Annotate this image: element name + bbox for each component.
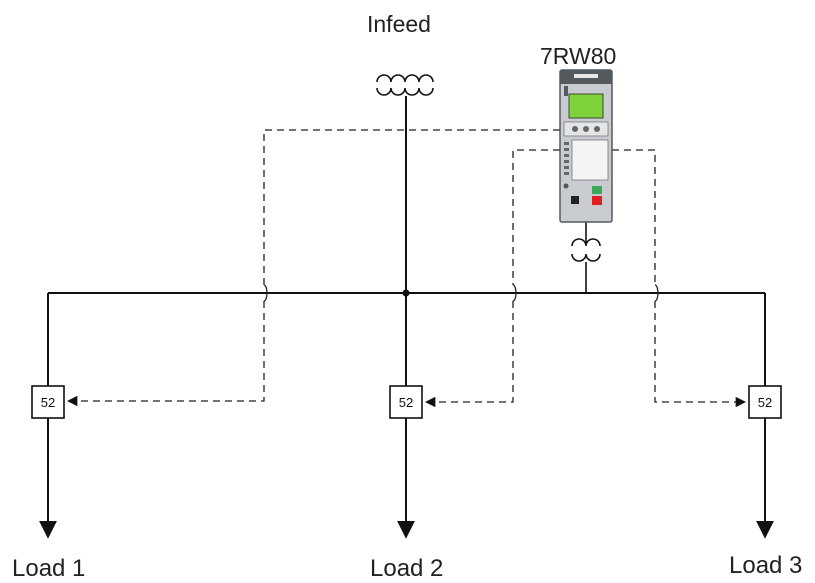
circuit-breaker-1: 52 — [31, 385, 65, 419]
load-3-label: Load 3 — [729, 552, 803, 579]
load-2-label: Load 2 — [370, 555, 444, 582]
load-1-label: Load 1 — [12, 555, 86, 582]
breaker-1-code: 52 — [41, 395, 55, 410]
breaker-2-code: 52 — [399, 395, 413, 410]
current-transformer-icon — [571, 222, 601, 293]
trip-line-3 — [612, 149, 747, 408]
infeed-transformer-icon — [376, 74, 434, 96]
circuit-breaker-2: 52 — [389, 385, 423, 419]
breaker-3-code: 52 — [758, 395, 772, 410]
infeed-label: Infeed — [367, 11, 431, 37]
circuit-breaker-3: 52 — [748, 385, 782, 419]
protection-relay-device — [559, 69, 613, 223]
relay-label: 7RW80 — [540, 43, 617, 69]
relay-display-icon — [568, 93, 604, 119]
trip-line-1 — [66, 129, 560, 407]
trip-line-2 — [424, 149, 560, 408]
